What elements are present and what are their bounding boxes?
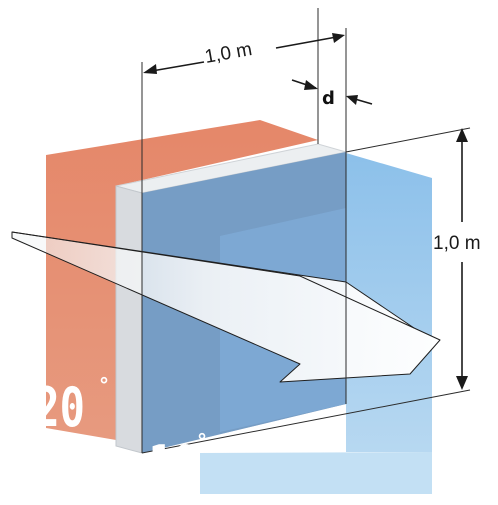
cold-degree-symbol: ° xyxy=(196,429,208,453)
heat-flow-arrow xyxy=(11,231,441,383)
warm-temperature-label: 20 xyxy=(34,377,85,439)
cold-side-back xyxy=(200,452,432,494)
heat-flow-arrow-edge xyxy=(11,231,415,329)
thickness-label: d xyxy=(322,88,335,109)
width-arrowhead-right xyxy=(332,33,345,43)
warm-degree-symbol: ° xyxy=(98,373,110,397)
thickness-arrowhead-left xyxy=(304,80,318,90)
extension-line-top-right xyxy=(345,127,471,153)
height-label: 1,0 m xyxy=(433,233,481,254)
cold-side-volume xyxy=(346,153,432,452)
height-arrowhead-bottom xyxy=(456,376,468,390)
wall-edge-face xyxy=(115,185,143,454)
width-arrowhead-left xyxy=(143,64,157,74)
width-dimension-line-right xyxy=(275,35,343,49)
thickness-arrowhead-right xyxy=(346,95,358,105)
base-line xyxy=(141,389,471,454)
cold-temperature-label: 19 xyxy=(148,435,199,497)
warm-side-volume xyxy=(46,120,318,440)
height-arrowhead-top xyxy=(456,128,468,142)
width-label: 1,0 m xyxy=(203,39,253,68)
